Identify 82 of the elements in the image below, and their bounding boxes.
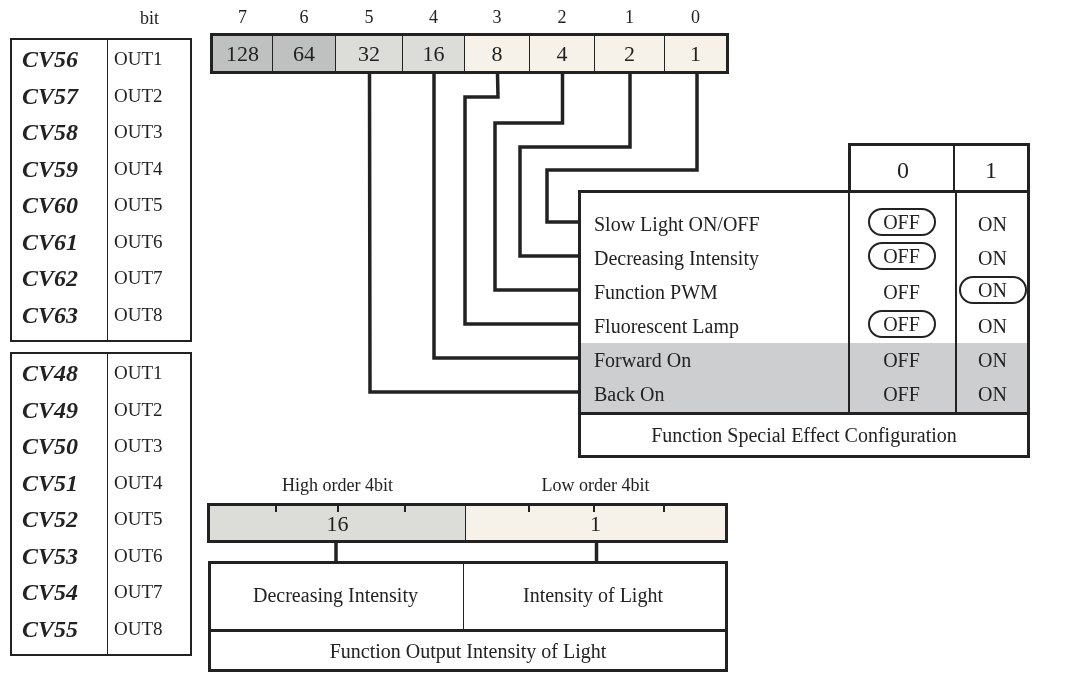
table-cell: Decreasing Intensity bbox=[208, 561, 464, 629]
output-name: OUT2 bbox=[114, 397, 163, 422]
output-name: OUT4 bbox=[114, 156, 163, 181]
connector-line bbox=[367, 74, 578, 394]
bit-value: 4 bbox=[556, 40, 568, 68]
effect-name: Slow Light ON/OFF bbox=[594, 212, 760, 238]
effect-name: Decreasing Intensity bbox=[594, 246, 759, 272]
effect-name: Forward On bbox=[594, 348, 692, 373]
half-label: High order 4bit bbox=[281, 474, 394, 497]
cv-number: CV58 bbox=[22, 118, 78, 147]
output-name: OUT1 bbox=[114, 47, 163, 71]
table-caption: Function Output Intensity of Light bbox=[211, 629, 725, 669]
bit-number: 7 bbox=[237, 6, 248, 29]
cv-number: CV61 bbox=[22, 227, 78, 257]
connector-line bbox=[545, 74, 699, 224]
output-name: OUT4 bbox=[114, 470, 163, 495]
cv-number: CV51 bbox=[22, 468, 78, 498]
cv-number: CV63 bbox=[22, 300, 78, 330]
bit-number: 6 bbox=[298, 6, 310, 29]
bit-value: 64 bbox=[293, 40, 315, 68]
bit-number: 1 bbox=[624, 6, 635, 29]
cv-number: CV62 bbox=[22, 264, 78, 293]
cv-number: CV60 bbox=[22, 191, 78, 220]
value-text: OFF bbox=[882, 348, 921, 373]
output-name: OUT5 bbox=[114, 193, 163, 217]
cv-number: CV52 bbox=[22, 505, 78, 534]
cv-number: CV48 bbox=[22, 359, 78, 388]
config-table bbox=[578, 143, 1030, 458]
value-text: 16 bbox=[326, 509, 349, 538]
output-name: OUT1 bbox=[114, 361, 163, 385]
value-text: OFF bbox=[882, 280, 921, 305]
cv-number: CV50 bbox=[22, 432, 78, 461]
value-text: ON bbox=[977, 348, 1008, 373]
value-text: ON bbox=[977, 382, 1008, 407]
bit-value: 32 bbox=[358, 40, 380, 68]
bit-header: bit bbox=[140, 7, 159, 30]
output-name: OUT6 bbox=[114, 229, 163, 254]
cv-number: CV56 bbox=[22, 45, 78, 74]
connector-line bbox=[432, 74, 578, 360]
bit-number: 2 bbox=[556, 6, 568, 29]
bit-value: 8 bbox=[491, 40, 503, 68]
cv-number: CV59 bbox=[22, 154, 78, 184]
output-name: OUT8 bbox=[114, 302, 163, 327]
output-name: OUT5 bbox=[114, 507, 163, 531]
value-text: ON bbox=[977, 314, 1008, 339]
bit-number: 5 bbox=[363, 6, 375, 29]
bit-number: 4 bbox=[428, 6, 439, 29]
output-name: OUT6 bbox=[114, 543, 163, 568]
cv-number: CV55 bbox=[22, 614, 78, 644]
intensity-table bbox=[208, 561, 728, 672]
value-text: ON bbox=[977, 212, 1008, 237]
output-name: OUT2 bbox=[114, 83, 163, 108]
half-label: Low order 4bit bbox=[540, 474, 651, 497]
output-name: OUT8 bbox=[114, 616, 163, 641]
value-text: 1 bbox=[590, 509, 601, 538]
bit-number: 3 bbox=[491, 6, 503, 29]
table-caption: Function Special Effect Configuration bbox=[578, 415, 1030, 458]
output-name: OUT7 bbox=[114, 266, 163, 290]
cv-number: CV57 bbox=[22, 81, 78, 111]
cv-number: CV49 bbox=[22, 395, 78, 425]
bit-number: 0 bbox=[690, 6, 701, 29]
value-text: ON bbox=[977, 246, 1008, 271]
bit-value: 2 bbox=[624, 40, 635, 68]
connector-line bbox=[334, 543, 338, 561]
effect-name: Back On bbox=[594, 382, 665, 407]
cv-number: CV54 bbox=[22, 578, 78, 607]
connector-line bbox=[518, 74, 632, 258]
value-text: OFF bbox=[882, 382, 921, 407]
header-cell: 1 bbox=[953, 143, 1030, 193]
cv-number: CV53 bbox=[22, 541, 78, 571]
effect-name: Function PWM bbox=[594, 280, 718, 305]
bit-value: 16 bbox=[422, 40, 445, 68]
effect-name: Fluorescent Lamp bbox=[594, 314, 739, 340]
connector-line bbox=[463, 73, 578, 326]
header-cell: 0 bbox=[848, 143, 955, 193]
output-name: OUT3 bbox=[114, 120, 163, 144]
table-cell: Intensity of Light bbox=[464, 561, 722, 629]
output-name: OUT3 bbox=[114, 434, 163, 458]
bit-value: 1 bbox=[690, 40, 701, 68]
connector-line bbox=[493, 74, 578, 292]
bit-value: 128 bbox=[226, 40, 259, 68]
output-name: OUT7 bbox=[114, 580, 163, 604]
